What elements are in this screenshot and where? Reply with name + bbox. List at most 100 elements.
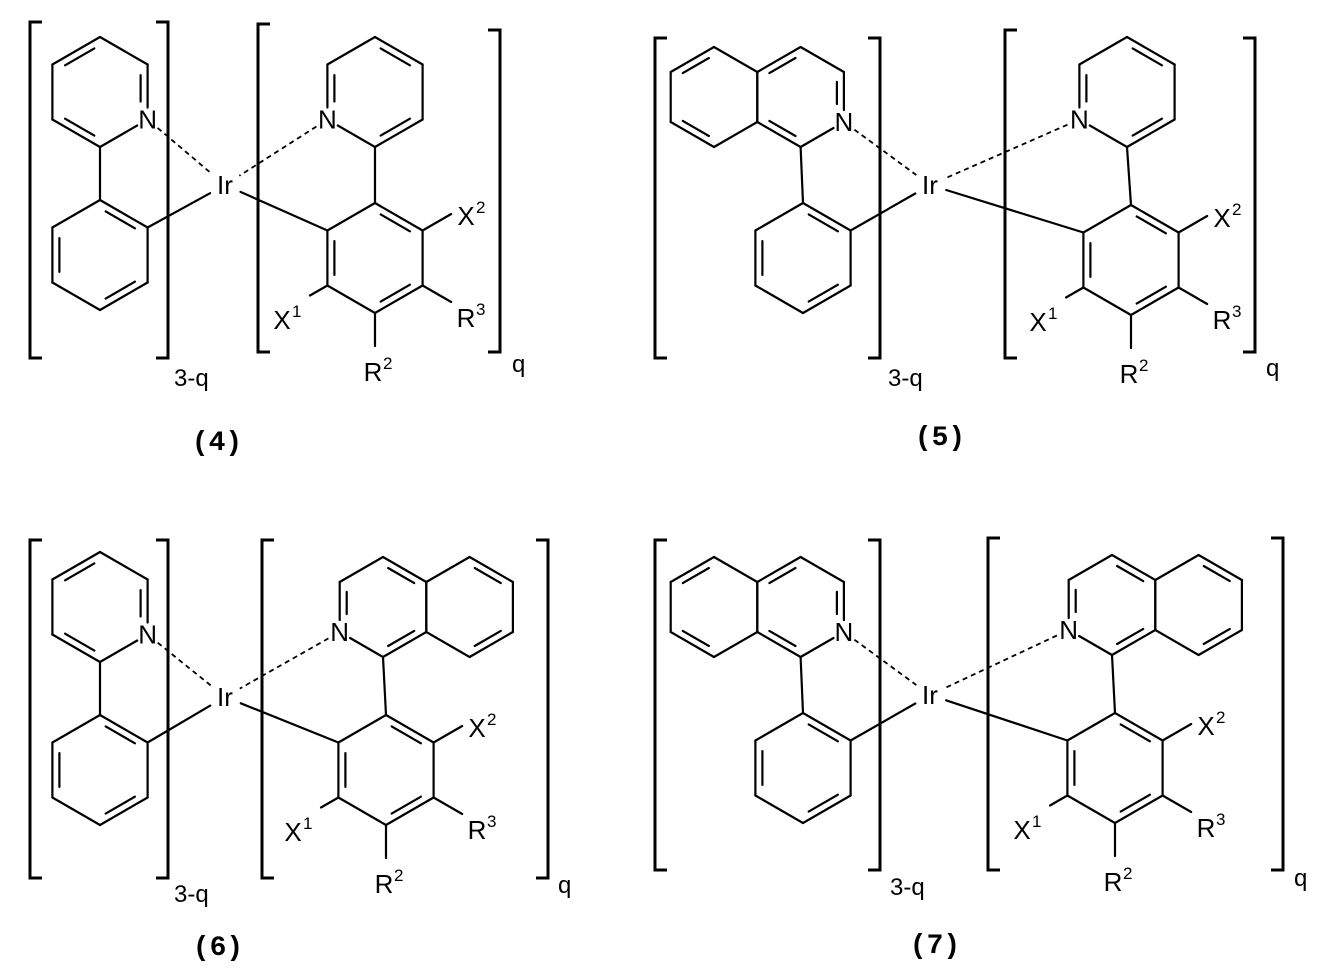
compound-7: N N Ir X 2 R 3 R 2 X 1 3-q q (7)	[655, 538, 1307, 962]
ring-bond	[100, 715, 148, 743]
substituent-bond	[310, 286, 327, 296]
bracket-ligand-b-close	[536, 540, 548, 878]
double-bond-line	[683, 568, 709, 583]
benzo-ring	[671, 47, 758, 147]
coordination-bond	[854, 130, 916, 175]
bracket-left-ligand-a-close	[868, 540, 880, 870]
ring-bond	[350, 638, 383, 657]
ring-bond	[1127, 120, 1175, 148]
ring-bond	[755, 286, 803, 314]
ligand-b-count-subscript: q	[1266, 355, 1279, 382]
iridium-carbon-bond	[241, 192, 328, 231]
nitrogen-label-ligand-a: N	[835, 107, 854, 137]
pyridine-ring	[1079, 37, 1174, 147]
substituent-r3-index: 3	[1216, 810, 1225, 829]
bracket-left-ligand-a-close	[156, 540, 168, 878]
compound-6-bonds	[52, 552, 513, 858]
ring-link-bond	[383, 657, 386, 715]
double-bond-line	[769, 631, 795, 646]
double-bond-line	[381, 48, 410, 65]
compound-number: (4)	[192, 428, 242, 459]
substituent-bond	[1163, 796, 1192, 813]
nitrogen-label-ligand-b: N	[330, 617, 349, 647]
compound-5: N N Ir X 2 R 3 R 2 X 1 3-q q (5)	[655, 30, 1279, 454]
substituent-r2-symbol: R	[375, 869, 394, 899]
pyridine-ring	[52, 37, 147, 147]
substituent-bond	[434, 798, 463, 815]
ring-bond	[714, 557, 757, 582]
substituent-r2-symbol: R	[1120, 359, 1139, 389]
phenyl-ring	[338, 715, 433, 825]
substituent-r3-index: 3	[1232, 302, 1241, 321]
ring-bond	[1083, 205, 1131, 233]
substituent-bond	[1179, 216, 1208, 233]
ring-bond	[375, 37, 423, 65]
double-bond-line	[106, 282, 135, 299]
double-bond-line	[392, 726, 421, 743]
substituent-x1-index: 1	[292, 302, 301, 321]
nitrogen-label-ligand-b: N	[1070, 105, 1089, 135]
ring-bond	[803, 203, 851, 231]
substituent-bond	[1050, 796, 1067, 806]
pyridine-ring	[52, 552, 147, 662]
ring-bond	[386, 715, 434, 743]
iridium-carbon-bond	[851, 194, 916, 231]
substituent-x2-index: 2	[1232, 200, 1241, 219]
ring-bond	[52, 798, 100, 826]
bracket-ligand-b-open	[1005, 30, 1017, 358]
ring-bond	[803, 796, 851, 824]
ligand-a-count-subscript: 3-q	[888, 365, 923, 392]
double-bond-line	[392, 797, 421, 814]
substituent-r3-symbol: R	[457, 303, 476, 333]
phenyl-ring	[1067, 713, 1162, 823]
substituent-r2-index: 2	[1139, 356, 1148, 375]
ring-bond	[755, 203, 803, 231]
ring-bond	[100, 126, 137, 148]
compound-number: (5)	[915, 423, 965, 454]
nitrogen-label-ligand-a: N	[835, 617, 854, 647]
substituent-r2-symbol: R	[364, 357, 383, 387]
ring-bond	[714, 632, 757, 657]
double-bond-line	[65, 48, 94, 65]
bracket-ligand-b-close	[488, 30, 500, 352]
ring-bond	[340, 557, 383, 582]
ring-bond	[801, 638, 834, 657]
substituent-x1-symbol: X	[1013, 815, 1030, 845]
substituent-x1-index: 1	[303, 814, 312, 833]
ligand-a-count-subscript: 3-q	[174, 881, 209, 908]
substituent-x2-index: 2	[487, 710, 496, 729]
double-bond-line	[475, 631, 501, 646]
isoquinoline-pyridine-ring	[1069, 555, 1156, 655]
double-bond-line	[1121, 724, 1150, 741]
iridium-carbon-bond	[241, 703, 339, 742]
ring-bond	[52, 552, 100, 580]
ring-bond	[1115, 713, 1163, 741]
ring-bond	[714, 47, 757, 72]
bracket-left-ligand-a-open	[655, 540, 667, 870]
substituent-bond	[434, 726, 463, 743]
coordination-bond	[945, 636, 1057, 688]
ring-bond	[755, 713, 803, 741]
double-bond-line	[106, 726, 135, 743]
substituent-x2-index: 2	[476, 198, 485, 217]
substituent-x2-symbol: X	[468, 713, 485, 743]
ring-link-bond	[1127, 147, 1131, 205]
phenyl-ring	[1083, 205, 1178, 315]
ring-bond	[375, 203, 423, 231]
double-bond-line	[1137, 287, 1166, 304]
substituent-bond	[321, 798, 338, 808]
ligand-a-count-subscript: 3-q	[890, 874, 925, 901]
ring-bond	[1131, 288, 1179, 316]
coordination-bond	[158, 643, 212, 687]
phenyl-ring	[327, 203, 422, 313]
double-bond-line	[1117, 629, 1143, 644]
double-bond-line	[1133, 119, 1162, 136]
ring-bond	[52, 120, 100, 148]
iridium-carbon-bond	[148, 193, 211, 227]
bracket-left-ligand-a-close	[156, 22, 168, 358]
double-bond-line	[809, 795, 838, 812]
ring-bond	[100, 798, 148, 826]
phenyl-ring	[755, 203, 850, 313]
ring-bond	[801, 128, 834, 147]
double-bond-line	[381, 285, 410, 302]
